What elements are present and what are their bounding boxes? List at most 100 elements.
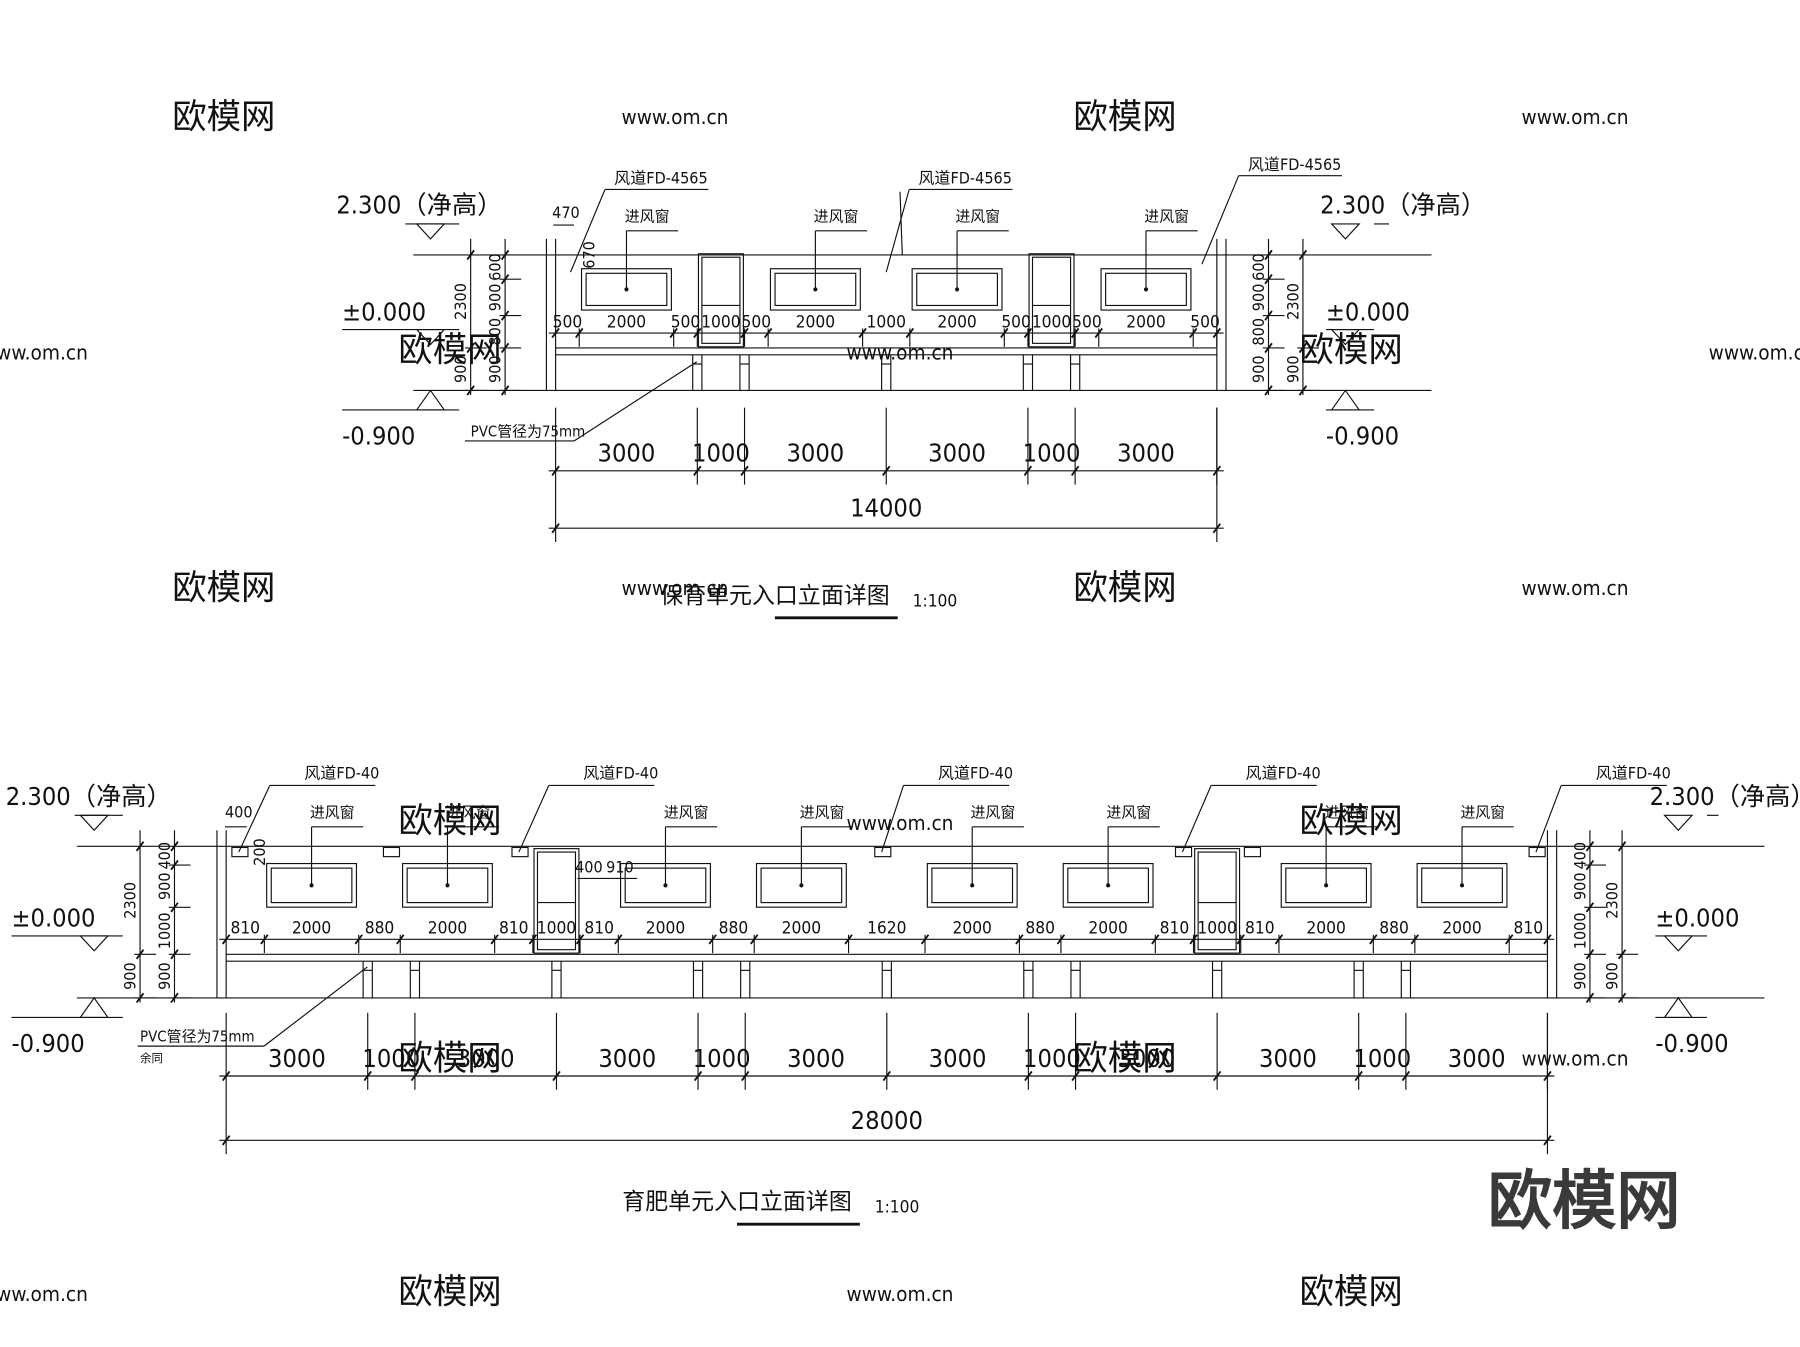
- vertical-dimension-label: 900: [486, 284, 505, 312]
- total-dimension-label: 28000: [851, 1106, 923, 1135]
- dimension-label: 810: [1245, 919, 1275, 939]
- watermark-brand: 欧模网: [1073, 98, 1176, 138]
- dimension-tick: [170, 841, 179, 852]
- vertical-dimension-label: 800: [1249, 318, 1268, 346]
- level-triangle-icon: [1330, 389, 1361, 411]
- vertical-dimension-label: 2300: [120, 882, 139, 919]
- dimension-label: 500: [742, 312, 772, 332]
- small-dimension-label: 470: [552, 203, 580, 222]
- pvc-note: PVC管径为75mm: [471, 422, 586, 440]
- vertical-dimension-label: 800: [486, 318, 505, 346]
- dimension-label: 3000: [787, 1044, 845, 1073]
- pvc-note-same-elsewhere: 余同: [140, 1051, 163, 1065]
- level-triangle-icon: [415, 223, 446, 240]
- air-duct: [511, 846, 529, 858]
- vertical-dimension-label: 900: [1283, 355, 1302, 383]
- door-frame: [536, 851, 577, 951]
- vertical-dimension-label: 600: [1249, 253, 1268, 281]
- dimension-label: 2000: [937, 312, 976, 332]
- dimension-label: 3000: [1259, 1044, 1317, 1073]
- dimension-label: 1000: [701, 312, 740, 332]
- vertical-dimension-label: 2300: [451, 283, 470, 320]
- dimension-label: 2000: [428, 919, 467, 939]
- dimension-label: 880: [719, 919, 749, 939]
- leader-line: [518, 785, 550, 853]
- level-triangle-icon: [1663, 996, 1694, 1019]
- dimension-label: 1000: [1023, 439, 1081, 468]
- watermark-brand: 欧模网: [1300, 1272, 1403, 1312]
- watermark-url: www.om.cn: [847, 1282, 954, 1306]
- dimension-label: 3000: [598, 439, 656, 468]
- door: [1028, 253, 1075, 348]
- level-label-ground: -0.900: [1326, 421, 1399, 450]
- level-label-ground: -0.900: [1655, 1029, 1728, 1058]
- watermark-layer: 欧模网欧模网欧模网欧模网欧模网欧模网欧模网欧模网欧模网欧模网欧模网欧模网www.…: [0, 98, 1800, 1313]
- leader-line: [1535, 785, 1562, 853]
- dimension-label: 1000: [537, 919, 576, 939]
- air-duct: [874, 846, 892, 858]
- level-triangle-icon: [1330, 328, 1361, 346]
- window-label: 进风窗: [971, 804, 1016, 822]
- dimension-label: 2000: [1442, 919, 1481, 939]
- dimension-label: 2000: [292, 919, 331, 939]
- air-duct: [1243, 846, 1262, 858]
- dimension-label: 500: [671, 312, 701, 332]
- watermark-brand: 欧模网: [1073, 1039, 1176, 1079]
- leader-line: [573, 361, 698, 442]
- level-triangle-icon: [415, 389, 446, 411]
- duct-callout-label: 风道FD-40: [304, 764, 379, 783]
- dimension-label: 810: [1514, 919, 1544, 939]
- drawing-scale: 1:100: [913, 591, 958, 611]
- dimension-label: 810: [584, 919, 614, 939]
- air-duct: [231, 846, 249, 858]
- level-label-ground: -0.900: [11, 1029, 84, 1058]
- dimension-label: 2000: [607, 312, 646, 332]
- leader-line: [885, 189, 910, 273]
- door: [1194, 848, 1241, 954]
- watermark-brand: 欧模网: [398, 1272, 501, 1312]
- level-label-floor: ±0.000: [1326, 297, 1410, 326]
- duct-callout-label: 风道FD-40: [1596, 764, 1671, 783]
- fattening-unit-entrance-elevation: 2.300（净高）±0.000-0.9002.300（净高）±0.000-0.9…: [6, 764, 1800, 1226]
- door: [533, 848, 580, 954]
- dimension-tick: [466, 249, 475, 261]
- dimension-label: 1000: [867, 312, 906, 332]
- drawing-title: 保育单元入口立面详图: [660, 583, 889, 609]
- dimension-label: 880: [1025, 919, 1055, 939]
- watermark-brand: 欧模网: [172, 568, 275, 608]
- level-triangle-icon: [1663, 935, 1694, 952]
- duct-callout-label: 风道FD-40: [1246, 764, 1321, 783]
- level-label-top: 2.300（净高）: [1320, 191, 1486, 220]
- dimension-label: 1000: [362, 1044, 420, 1073]
- vertical-dimension-label: 1000: [1570, 912, 1589, 949]
- door-frame: [1197, 851, 1237, 951]
- dimension-label: 2000: [1088, 919, 1127, 939]
- drawing-scale: 1:100: [875, 1198, 920, 1218]
- dimension-label: 500: [1072, 312, 1102, 332]
- watermark-url: www.om.cn: [1709, 340, 1800, 364]
- nursery-unit-entrance-elevation: 2.300（净高）±0.000-0.9002.300（净高）±0.000-0.9…: [336, 155, 1486, 620]
- watermark-brand: 欧模网: [172, 98, 275, 138]
- watermark-url: www.om.cn: [847, 340, 954, 364]
- leader-line: [881, 785, 904, 853]
- window-label: 进风窗: [625, 208, 670, 226]
- window-label: 进风窗: [1460, 804, 1505, 822]
- vertical-dimension-label: 600: [486, 253, 505, 281]
- level-label-floor: ±0.000: [11, 904, 95, 933]
- vertical-dimension-label: 900: [486, 355, 505, 383]
- dimension-label: 1000: [692, 439, 750, 468]
- duct-callout-label: 风道FD-40: [583, 764, 658, 783]
- small-dimension-label: 400: [575, 858, 603, 877]
- dimension-label: 3000: [1448, 1044, 1506, 1073]
- window-label: 进风窗: [955, 208, 1000, 226]
- vertical-dimension-label: 900: [1602, 962, 1621, 990]
- dimension-label: 1000: [693, 1044, 751, 1073]
- vertical-dimension-label: 400: [1570, 842, 1589, 870]
- watermark-url: www.om.cn: [622, 105, 729, 129]
- dimension-label: 810: [230, 919, 260, 939]
- leader-line: [570, 189, 606, 273]
- dimension-tick: [551, 523, 560, 534]
- dimension-tick: [551, 327, 560, 339]
- dimension-label: 810: [499, 919, 529, 939]
- dimension-tick: [1585, 841, 1595, 852]
